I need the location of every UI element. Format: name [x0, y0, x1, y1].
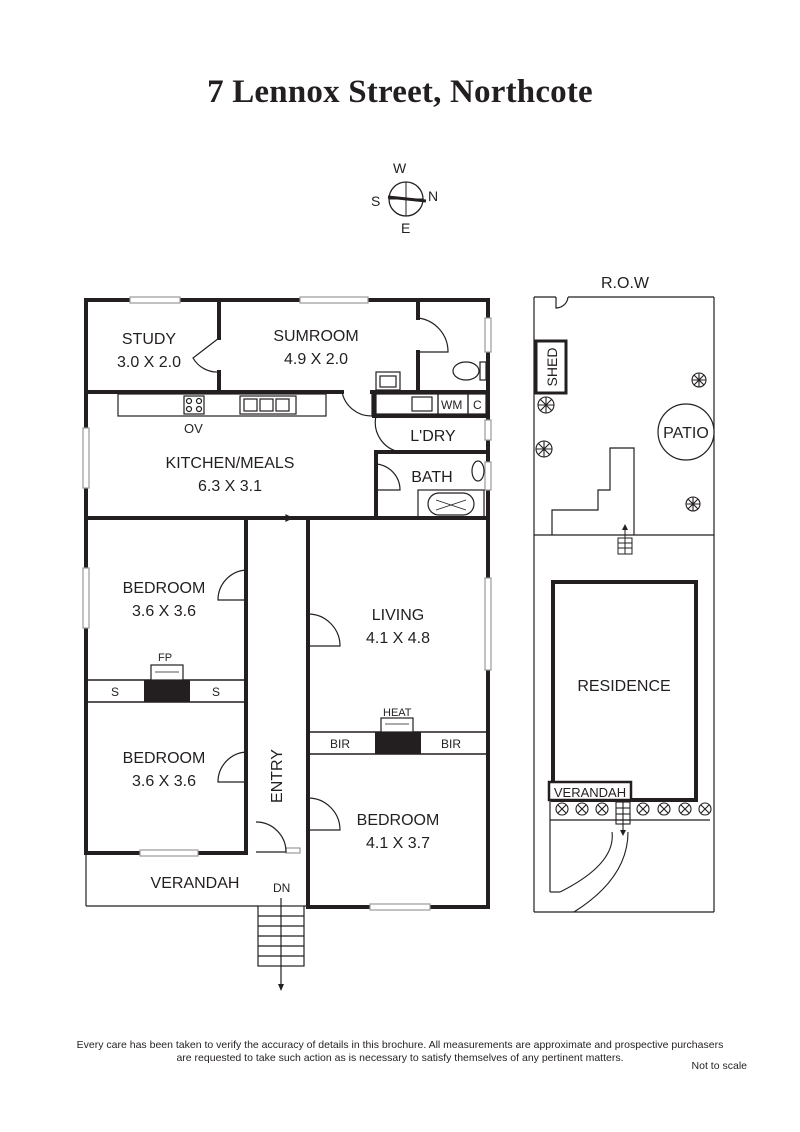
hallway-arrow-icon: [262, 514, 294, 522]
room-labels: STUDY 3.0 X 2.0 SUMROOM 4.9 X 2.0 KITCHE…: [117, 328, 456, 892]
heater-block: [375, 732, 421, 754]
toilet-icon: [375, 361, 487, 391]
bedroom1-dims: 3.6 X 3.6: [132, 603, 196, 620]
laundry-fixtures: [375, 393, 487, 415]
row-label: R.O.W: [601, 275, 650, 292]
study-name: STUDY: [122, 331, 177, 348]
shrub-icons: [535, 372, 712, 816]
bedroom2-dims: 3.6 X 3.6: [132, 773, 196, 790]
doors: [192, 317, 449, 853]
front-path: [559, 800, 631, 913]
down-label: DN: [273, 881, 290, 895]
bedroom2-name: BEDROOM: [123, 750, 206, 767]
heater-label: HEAT: [383, 707, 412, 719]
site-verandah-label: VERANDAH: [554, 785, 626, 800]
patio-circle: [657, 403, 715, 461]
front-steps-arrow-icon: [620, 830, 626, 836]
oven-label: OV: [184, 421, 203, 436]
windows: [82, 296, 492, 911]
kitchen-bench: [117, 393, 327, 417]
kitchen-name: KITCHEN/MEALS: [166, 455, 295, 472]
compass-north: N: [428, 188, 438, 204]
verandah-outline: [85, 853, 308, 907]
residence-label: RESIDENCE: [577, 678, 670, 695]
verandah-name: VERANDAH: [151, 875, 240, 892]
fireplace-block: [144, 680, 190, 702]
sumroom-dims: 4.9 X 2.0: [284, 351, 348, 368]
compass-south: S: [371, 193, 380, 209]
rear-steps: [617, 526, 633, 555]
bath-name: BATH: [411, 469, 452, 486]
heater-unit: [380, 717, 414, 733]
floor-plan: W S N E: [82, 160, 715, 991]
rear-steps-arrow-icon: [622, 524, 628, 530]
front-stairs: [257, 898, 305, 986]
page-title: 7 Lennox Street, Northcote: [207, 74, 593, 110]
shed-box: [534, 339, 568, 395]
bir-right-label: BIR: [441, 737, 461, 751]
laundry-name: L'DRY: [410, 428, 456, 445]
entry-name: ENTRY: [269, 749, 286, 803]
fireplace-label: FP: [158, 652, 172, 664]
disclaimer-line-1: Every care has been taken to verify the …: [76, 1039, 724, 1051]
fireplace-hearth: [150, 664, 184, 681]
site-verandah-box: [547, 780, 633, 802]
cupboard-box: [467, 393, 487, 415]
shed-label: SHED: [544, 348, 560, 387]
patio-label: PATIO: [663, 425, 709, 442]
study-dims: 3.0 X 2.0: [117, 354, 181, 371]
cupboard-label: C: [473, 398, 482, 412]
stairs-arrow-icon: [278, 984, 284, 991]
compass-icon: W S N E: [371, 160, 438, 236]
living-dims: 4.1 X 4.8: [366, 630, 430, 647]
bir-left-label: BIR: [330, 737, 350, 751]
storage-right-label: S: [212, 685, 220, 699]
bedroom3-name: BEDROOM: [357, 812, 440, 829]
bedroom1-name: BEDROOM: [123, 580, 206, 597]
disclaimer-line-2: are requested to take such action as is …: [176, 1052, 624, 1064]
disclaimer: Every care has been taken to verify the …: [40, 1039, 760, 1065]
living-name: LIVING: [372, 607, 424, 624]
compass-east: E: [401, 220, 410, 236]
bedroom3-dims: 4.1 X 3.7: [366, 835, 430, 852]
scale-note: Not to scale: [691, 1060, 747, 1072]
compass-west: W: [393, 160, 407, 176]
sumroom-name: SUMROOM: [273, 328, 358, 345]
storage-left-label: S: [111, 685, 119, 699]
bathtub-icon: [417, 460, 485, 519]
kitchen-dims: 6.3 X 3.1: [198, 478, 262, 495]
washing-machine-label: WM: [441, 398, 462, 412]
